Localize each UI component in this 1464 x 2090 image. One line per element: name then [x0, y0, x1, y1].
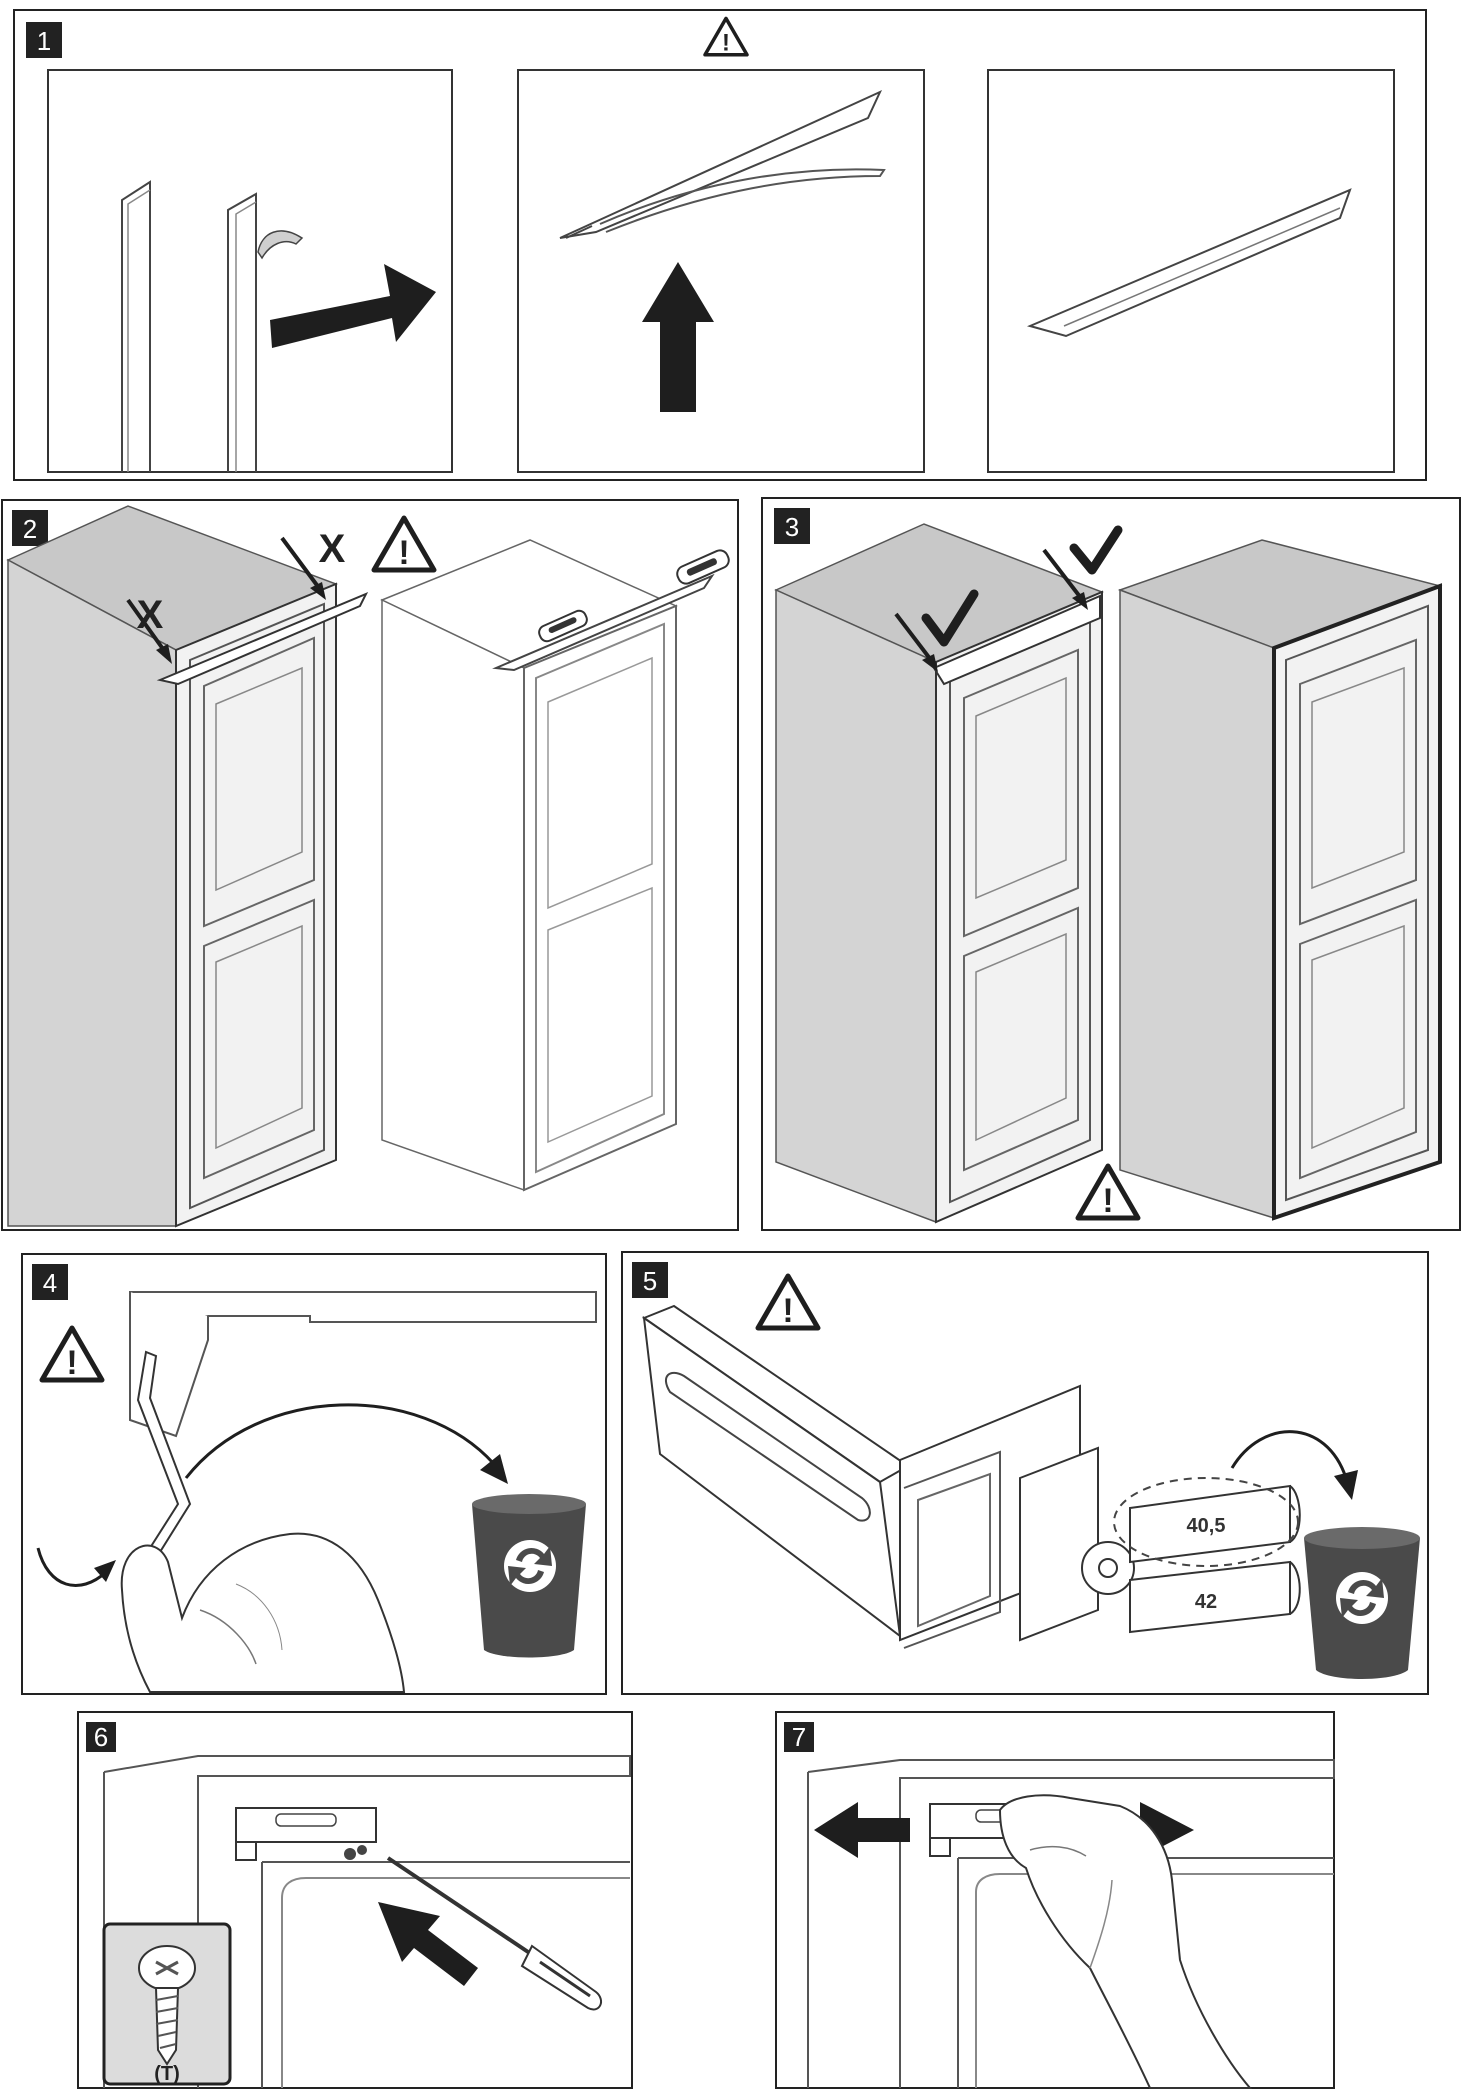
- svg-text:!: !: [66, 1344, 77, 1382]
- peel-arrow-icon: [270, 264, 436, 348]
- recycle-bin-icon: [1304, 1527, 1420, 1679]
- trim-strip: [559, 89, 883, 239]
- step-2-panel: 2 ! X X: [1, 499, 739, 1231]
- spacer-lower-label: 42: [1195, 1591, 1217, 1613]
- spacer-upper-label: 40,5: [1187, 1515, 1226, 1537]
- highlight-circle: [1113, 1477, 1299, 1567]
- correct-arrow-right-icon: [1042, 548, 1088, 610]
- cross-mark-right: X: [319, 527, 346, 571]
- cabinet-wrong-placement: X X: [6, 505, 369, 1228]
- trim-strip-left: [121, 180, 151, 472]
- step-3-panel: 3 !: [761, 497, 1461, 1231]
- peeled-tape: [257, 230, 304, 260]
- cabinet-with-clamps: [380, 539, 730, 1192]
- step-3-warning-icon: !: [1078, 1166, 1138, 1220]
- svg-text:!: !: [722, 30, 730, 57]
- step-4-warning-icon: !: [42, 1328, 102, 1382]
- hand-icon: [120, 1532, 406, 1693]
- screwdriver-icon: [386, 1856, 603, 2011]
- svg-text:6: 6: [94, 1722, 108, 1752]
- svg-text:3: 3: [785, 512, 799, 542]
- trim-strip: [1026, 188, 1352, 338]
- step-4-panel: 4 !: [21, 1253, 607, 1695]
- step-5-panel: 5 ! 40,5 42: [621, 1251, 1429, 1695]
- svg-text:5: 5: [643, 1266, 657, 1296]
- svg-text:2: 2: [23, 514, 37, 544]
- step-6-panel: 6 (T): [77, 1711, 633, 2089]
- check-mark-right-icon: [1069, 525, 1123, 575]
- insert-arrow-icon: [378, 1902, 478, 1986]
- step-7-badge: 7: [784, 1722, 814, 1752]
- step-4-badge: 4: [32, 1264, 68, 1300]
- trim-strip: [156, 592, 369, 686]
- mounting-bracket: 40,5 42: [641, 1304, 1301, 1649]
- correct-arrow-left-icon: [894, 612, 938, 672]
- step-5-warning-icon: !: [758, 1276, 818, 1330]
- clamp-right-icon: [676, 549, 730, 585]
- trim-strip: [932, 594, 1101, 686]
- wrong-arrow-right-icon: [280, 536, 326, 600]
- step-7-panel: 7: [775, 1711, 1335, 2089]
- clamp-left-icon: [538, 609, 588, 643]
- screw-type-box: (T): [102, 1922, 232, 2086]
- svg-text:1: 1: [37, 26, 51, 56]
- step-1-panel: 1 !: [13, 9, 1427, 481]
- check-mark-left-icon: [921, 589, 979, 647]
- cabinet-finished: [1117, 539, 1443, 1221]
- step-6-badge: 6: [86, 1722, 116, 1752]
- svg-text:!: !: [1102, 1182, 1113, 1220]
- step-1-frame-peel-tape: [47, 69, 453, 473]
- svg-text:!: !: [398, 534, 409, 572]
- step-1-frame-strip-ready: [987, 69, 1395, 473]
- hand-icon: [998, 1794, 1253, 2089]
- step-2-badge: 2: [12, 510, 48, 546]
- cross-mark-left: X: [137, 593, 164, 637]
- cabinet-correct-placement: [774, 523, 1123, 1224]
- svg-text:4: 4: [43, 1268, 57, 1298]
- wrong-arrow-left-icon: [126, 598, 172, 664]
- break-off-arrow-icon: [184, 1403, 496, 1479]
- trim-strip-right: [227, 192, 304, 472]
- svg-text:7: 7: [792, 1722, 806, 1752]
- step-1-warning-icon: !: [703, 16, 749, 57]
- step-2-warning-icon: !: [374, 518, 434, 572]
- lift-arrow-icon: [642, 262, 714, 412]
- recycle-bin-icon: [472, 1494, 586, 1658]
- step-3-badge: 3: [774, 508, 810, 544]
- hinge-bracket-icon: [235, 1807, 377, 1861]
- screw-type-label: (T): [154, 2063, 180, 2085]
- slide-left-arrow-icon: [814, 1802, 910, 1858]
- discard-arrow-icon: [1230, 1430, 1348, 1479]
- rotate-arrow-icon: [36, 1547, 108, 1587]
- step-1-frame-flip-strip: [517, 69, 925, 473]
- step-5-badge: 5: [632, 1262, 668, 1298]
- step-1-badge: 1: [26, 22, 62, 58]
- svg-text:!: !: [782, 1292, 793, 1330]
